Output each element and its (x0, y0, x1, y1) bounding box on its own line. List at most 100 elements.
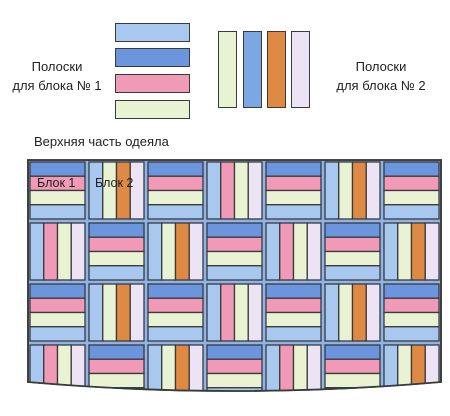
block2-strip (174, 344, 190, 391)
block1-strip (265, 189, 322, 206)
block1-strip (88, 236, 145, 253)
block1-strip (265, 326, 322, 342)
block2-label: Блок 2 (95, 176, 134, 190)
block1-strip (147, 283, 204, 299)
block2-strip (265, 222, 281, 281)
block2-strip (306, 344, 322, 391)
block1-strip (88, 387, 145, 391)
block2-strip (161, 344, 177, 391)
block2-strip (424, 222, 440, 281)
block2-strip (70, 222, 86, 281)
block1-strip (88, 372, 145, 389)
block2-strip (410, 344, 426, 391)
block1-strip (324, 387, 381, 391)
legend-block1-strip-3 (115, 74, 190, 93)
block1-strip (29, 283, 86, 299)
block1-strip (147, 311, 204, 328)
quilt-blocks (29, 161, 440, 391)
block1-strip (383, 161, 440, 177)
block2-strip (365, 161, 381, 220)
block2-strip (188, 222, 204, 281)
block1-strip (206, 236, 263, 253)
legend-block1-label: Полоски для блока № 1 (4, 57, 110, 95)
legend-block1-strip-2 (115, 48, 190, 67)
quilt-outline (27, 159, 442, 392)
block1-strip (383, 311, 440, 328)
block1-strip (206, 250, 263, 267)
block2-strip (279, 222, 295, 281)
block1-strip (147, 189, 204, 206)
block1-strip (88, 250, 145, 267)
legend-block1-label-line1: Полоски (31, 59, 83, 74)
block1-strip (206, 265, 263, 281)
block1-strip (29, 204, 86, 220)
block2-strip (365, 283, 381, 342)
block2-strip (292, 344, 308, 391)
block2-strip (115, 283, 131, 342)
block2-strip (383, 344, 399, 391)
block2-strip (147, 222, 163, 281)
block2-strip (220, 161, 236, 220)
block1-strip (206, 222, 263, 238)
block1-strip (206, 387, 263, 391)
block2-strip (206, 283, 222, 342)
block1-strip (29, 189, 86, 206)
block2-strip (397, 222, 413, 281)
block2-strip (206, 161, 222, 220)
block1-strip (383, 297, 440, 314)
quilt-title: Верхняя часть одеяла (34, 134, 169, 149)
block2-strip (324, 161, 340, 220)
block1-strip (147, 161, 204, 177)
block2-strip (129, 161, 145, 220)
block1-strip (88, 358, 145, 375)
block1-strip (265, 204, 322, 220)
block2-strip (188, 344, 204, 391)
block1-strip (324, 372, 381, 389)
legend-block2-label: Полоски для блока № 2 (326, 57, 436, 95)
block1-strip (206, 358, 263, 375)
legend-block1-strip-4 (115, 100, 190, 119)
block1-strip (265, 311, 322, 328)
block1-strip (29, 311, 86, 328)
block2-strip (147, 344, 163, 391)
block1-strip (88, 265, 145, 281)
block2-strip (424, 344, 440, 391)
block1-strip (29, 297, 86, 314)
legend-block2-label-line2: для блока № 2 (336, 78, 426, 93)
block1-strip (206, 344, 263, 360)
legend-block2-strip-4 (291, 31, 310, 108)
block1-strip (324, 344, 381, 360)
block2-strip (43, 222, 59, 281)
block2-strip (220, 283, 236, 342)
block1-strip (265, 175, 322, 192)
block1-strip (265, 283, 322, 299)
block1-strip (324, 250, 381, 267)
block1-strip (147, 326, 204, 342)
block2-strip (174, 222, 190, 281)
legend-block1-label-line2: для блока № 1 (12, 78, 102, 93)
block1-strip (147, 204, 204, 220)
block1-strip (383, 326, 440, 342)
block2-strip (115, 161, 131, 220)
block2-strip (279, 344, 295, 391)
block1-strip (383, 283, 440, 299)
legend-block1-strip-1 (115, 23, 190, 42)
block1-strip (147, 297, 204, 314)
block1-strip (29, 326, 86, 342)
block2-strip (247, 283, 263, 342)
block2-strip (397, 344, 413, 391)
block2-strip (56, 344, 72, 391)
block1-strip (206, 372, 263, 389)
block1-strip (324, 236, 381, 253)
block2-strip (338, 161, 354, 220)
block2-strip (233, 283, 249, 342)
block2-strip (247, 161, 263, 220)
block1-strip (324, 358, 381, 375)
block2-strip (56, 222, 72, 281)
block2-strip (265, 344, 281, 391)
block2-strip (70, 344, 86, 391)
legend-block2-strip-3 (267, 31, 286, 108)
block2-strip (292, 222, 308, 281)
block2-strip (351, 283, 367, 342)
